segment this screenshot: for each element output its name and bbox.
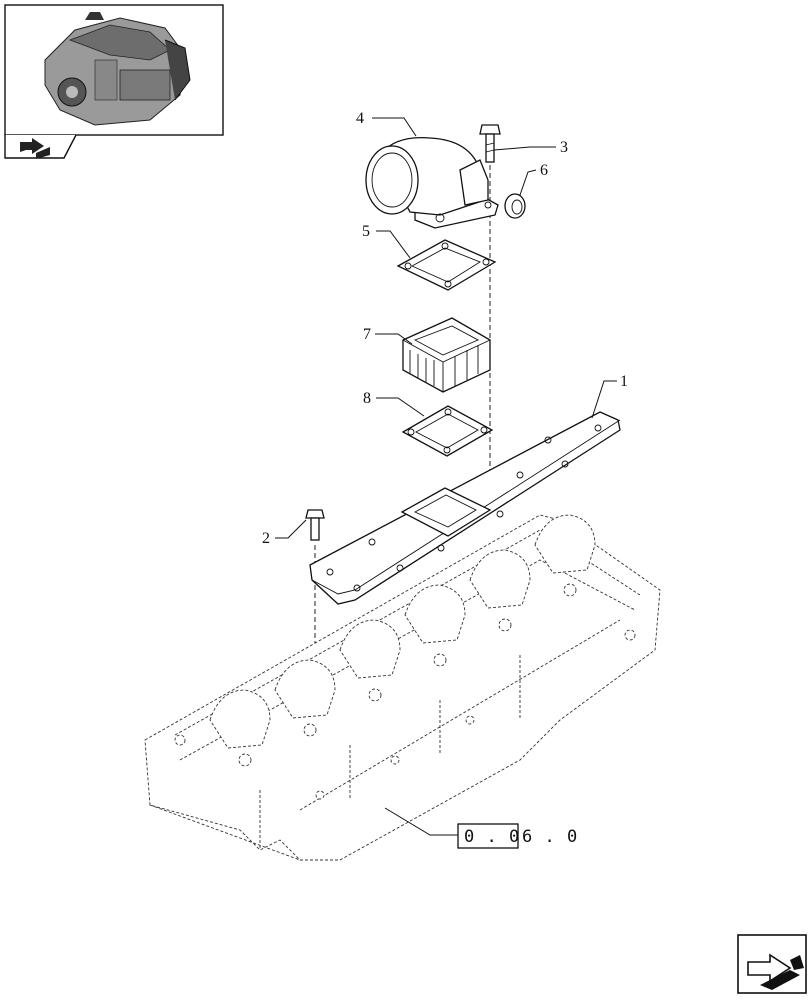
- cylinder-head-reference: [144, 514, 661, 861]
- callout-5[interactable]: 5: [362, 223, 370, 240]
- engine-thumbnail[interactable]: [4, 4, 224, 159]
- callout-6[interactable]: 6: [540, 162, 548, 179]
- callout-8[interactable]: 8: [363, 390, 371, 407]
- part-plug[interactable]: [504, 193, 526, 219]
- part-elbow-outlet[interactable]: [365, 136, 499, 229]
- part-gasket-lower[interactable]: [401, 405, 494, 457]
- callout-4[interactable]: 4: [356, 110, 364, 127]
- callouts: 4 3 6 5 7 8 1 2: [262, 110, 628, 547]
- callout-2[interactable]: 2: [262, 530, 270, 547]
- cross-reference-link[interactable]: 0 . 0 6 . 0: [457, 823, 578, 849]
- next-page-button[interactable]: [737, 934, 807, 994]
- next-page-arrow-icon: [747, 953, 804, 990]
- reference-rest: 6 . 0: [522, 827, 578, 847]
- leader-lines: [275, 117, 617, 836]
- part-spacer-block[interactable]: [402, 317, 491, 393]
- part-bolt-lower[interactable]: [305, 509, 325, 541]
- previous-page-arrow-icon[interactable]: [20, 138, 50, 159]
- callout-1[interactable]: 1: [620, 373, 628, 390]
- part-bolt-upper[interactable]: [479, 124, 501, 163]
- callout-3[interactable]: 3: [560, 139, 568, 156]
- cylinder-port-circles: [174, 583, 636, 800]
- part-gasket-upper[interactable]: [396, 239, 497, 291]
- part-cover-plate[interactable]: [309, 411, 621, 605]
- reference-boxed: 0 . 0: [464, 827, 520, 847]
- callout-7[interactable]: 7: [363, 326, 371, 343]
- cylinder-lobe-row: [209, 514, 596, 749]
- engine-thumbnail-icon: [44, 12, 191, 126]
